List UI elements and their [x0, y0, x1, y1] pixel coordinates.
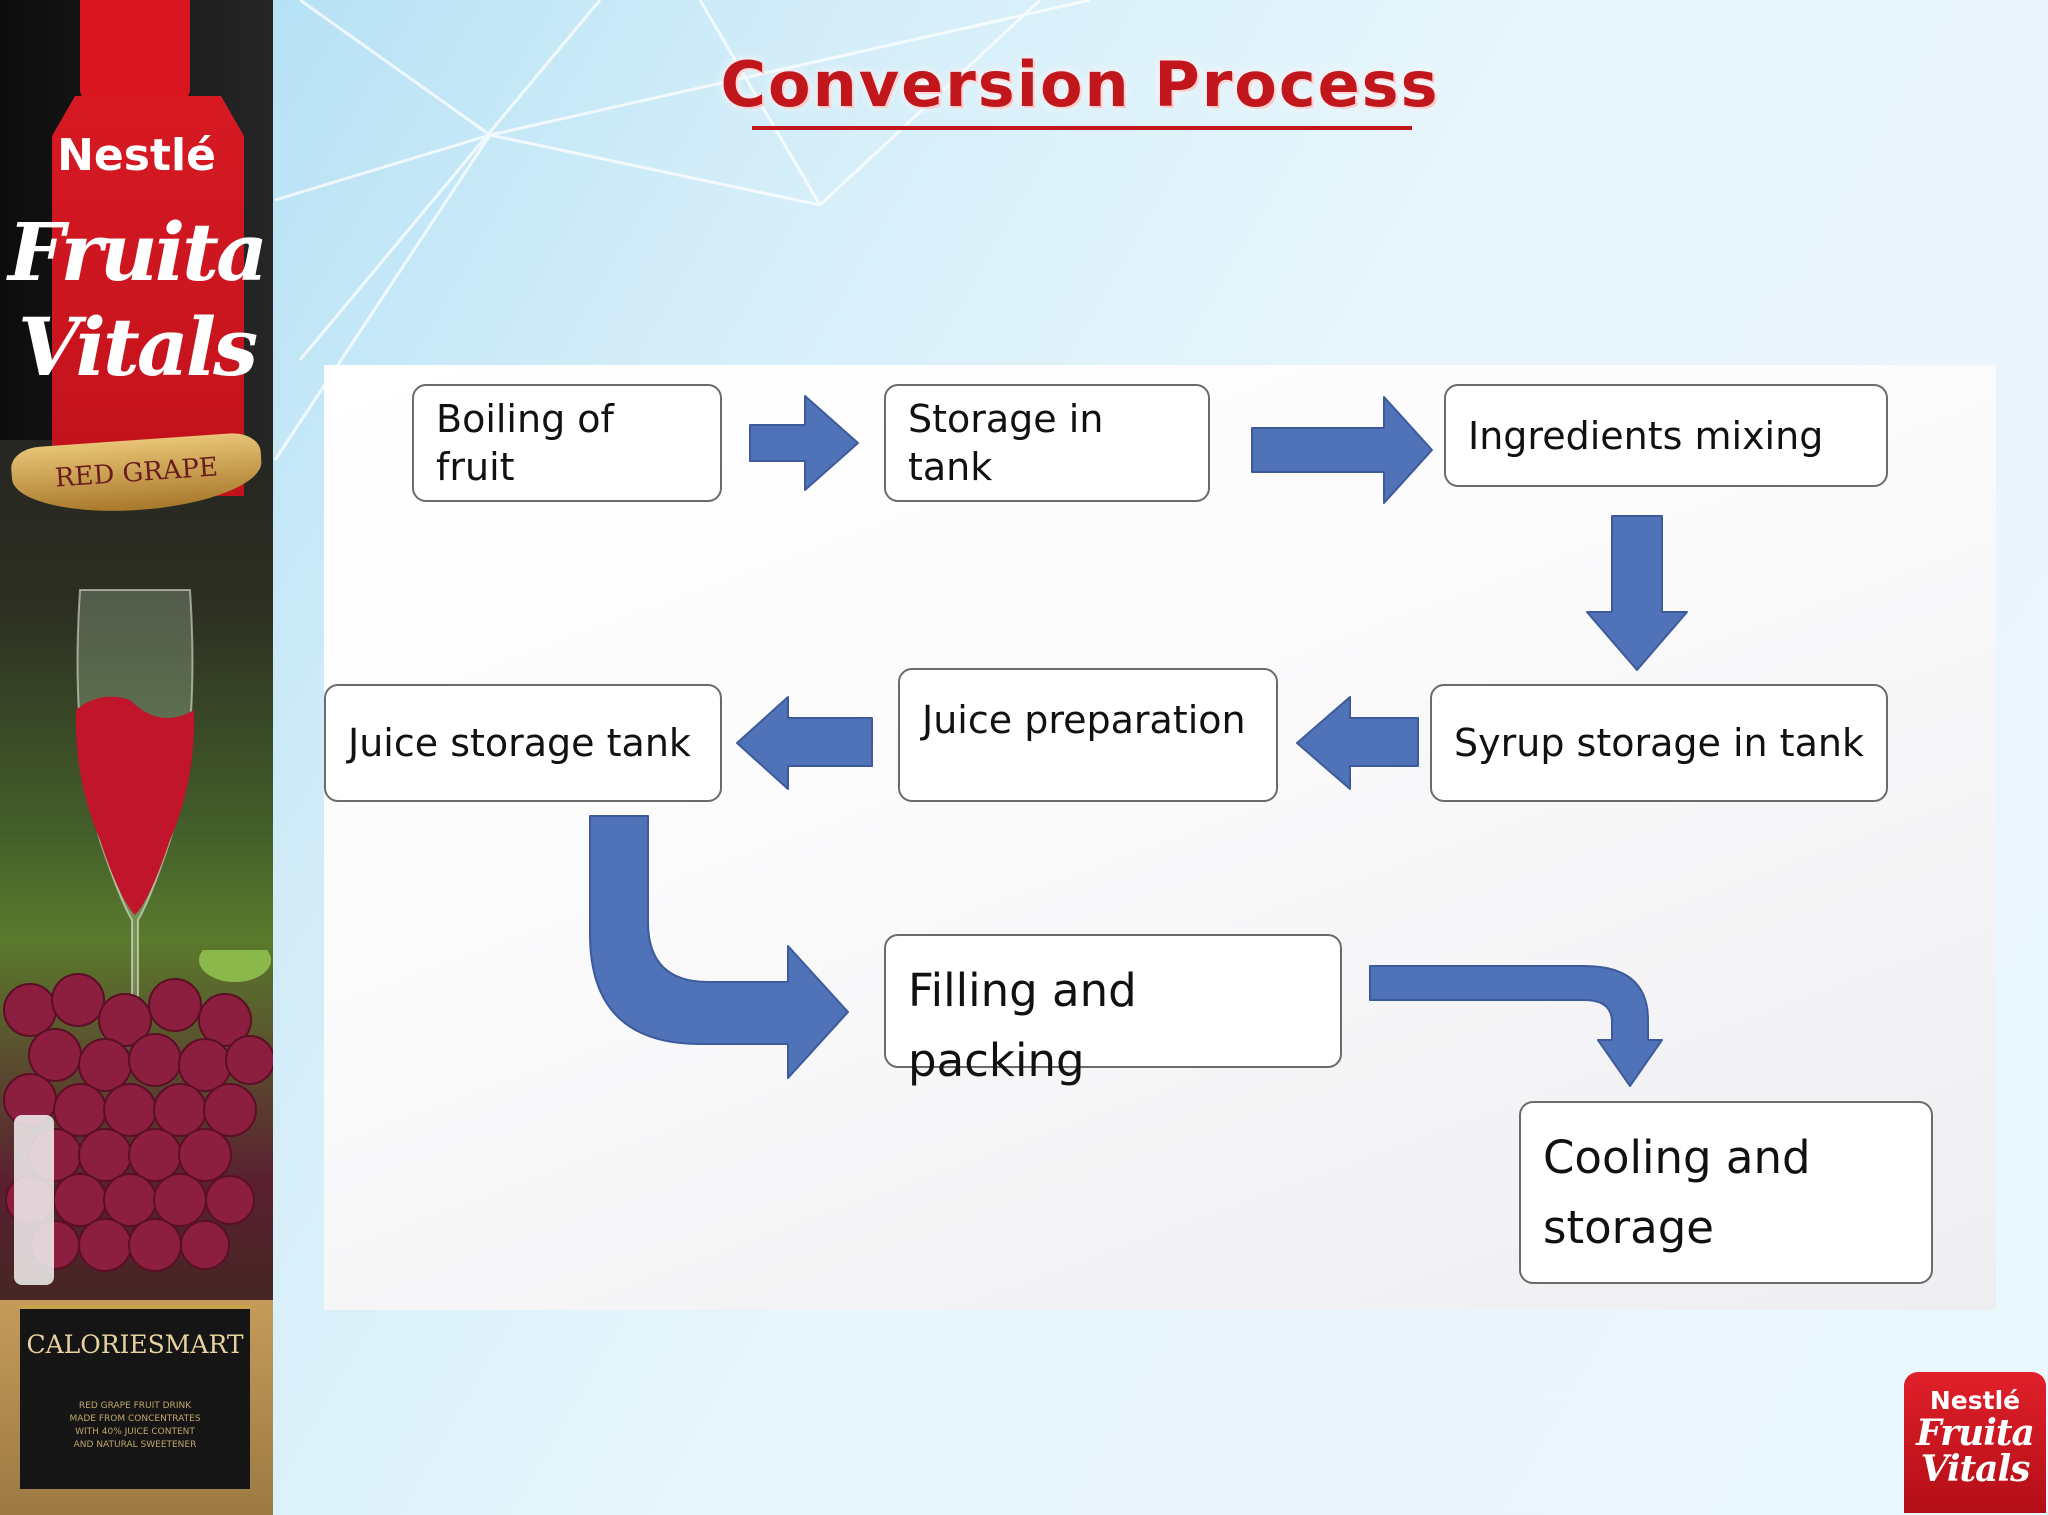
step-label: Storage in tank [908, 397, 1104, 489]
fine-print-line: MADE FROM CONCENTRATES [69, 1414, 201, 1424]
pack-cap [80, 0, 190, 100]
brand-logo-product-line2: Vitals [1920, 1448, 2031, 1490]
pack-product-name-line2: Vitals [17, 300, 258, 394]
step-filling-and-packing: Filling and packing [884, 934, 1342, 1087]
slide-title: Conversion Process [720, 48, 1440, 121]
step-label-line1: Cooling and [1543, 1130, 1811, 1184]
pack-product-name-line1: Fruita [8, 205, 268, 299]
pack-bottom-label [20, 1305, 250, 1489]
step-label: Boiling of fruit [436, 397, 614, 489]
step-boiling-of-fruit: Boiling of fruit [412, 384, 722, 502]
fine-print-line: RED GRAPE FRUIT DRINK [78, 1401, 192, 1411]
title-underline [752, 126, 1412, 130]
step-juice-storage-tank: Juice storage tank [324, 684, 722, 802]
fine-print-line: AND NATURAL SWEETENER [73, 1440, 197, 1450]
nutrition-badge [14, 1115, 54, 1285]
step-cooling-and-storage: Cooling and storage [1519, 1101, 1933, 1284]
step-label: Syrup storage in tank [1454, 721, 1864, 765]
pack-fine-print: RED GRAPE FRUIT DRINK MADE FROM CONCENTR… [30, 1400, 240, 1452]
step-label: Juice storage tank [348, 721, 691, 765]
brand-logo-company: Nestlé [1929, 1386, 2021, 1415]
calorie-smart-badge: CALORIESMART [26, 1330, 244, 1359]
brand-logo-product-line1: Fruita [1916, 1412, 2035, 1454]
step-label: Filling and packing [908, 964, 1137, 1087]
step-syrup-storage-in-tank: Syrup storage in tank [1430, 684, 1888, 802]
pack-label-red [52, 96, 244, 496]
grapes-illustration [3, 950, 273, 1272]
step-label: Juice preparation [922, 698, 1246, 742]
step-label-line2: storage [1543, 1200, 1714, 1254]
step-storage-in-tank: Storage in tank [884, 384, 1210, 502]
pack-brand-logo: Nestlé [57, 130, 216, 181]
step-label: Ingredients mixing [1468, 413, 1824, 458]
brand-logo: Nestlé Fruita Vitals [1904, 1372, 2046, 1513]
product-pack-image: Nestlé Fruita Vitals RED GRAPE CALORIESM… [0, 0, 273, 1515]
fine-print-line: WITH 40% JUICE CONTENT [75, 1427, 195, 1437]
step-ingredients-mixing: Ingredients mixing [1444, 384, 1888, 487]
step-juice-preparation: Juice preparation [898, 668, 1278, 802]
